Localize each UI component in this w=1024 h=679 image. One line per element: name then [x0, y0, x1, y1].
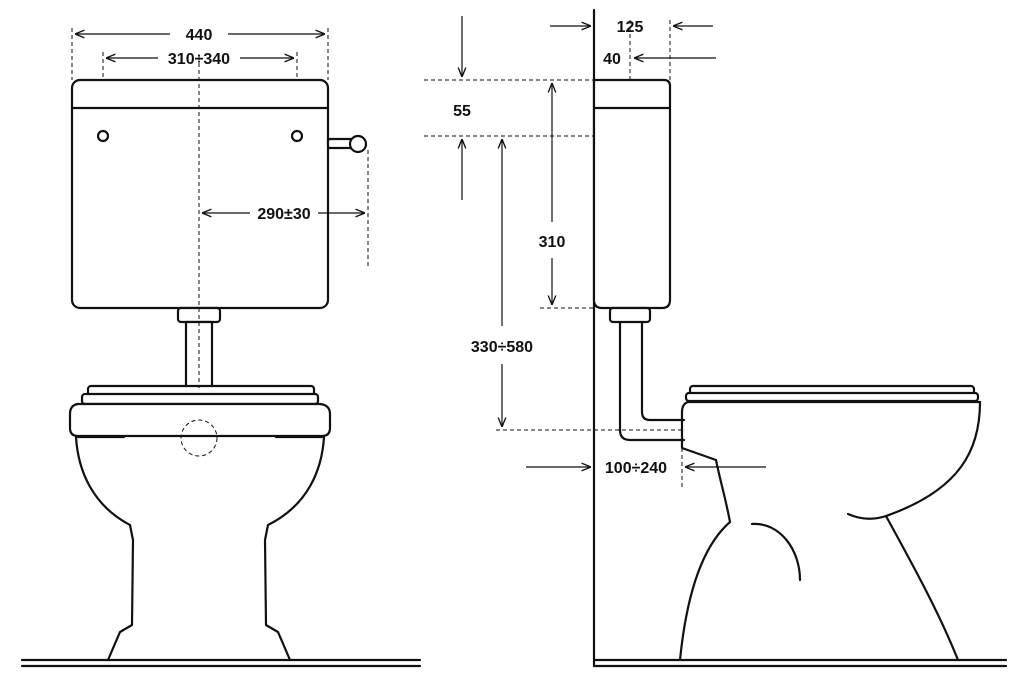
side-tank: [592, 78, 672, 310]
side-bowl-water: [846, 512, 888, 520]
side-pipe-collar: [608, 306, 652, 324]
dim-330-580-label: 330÷580: [471, 339, 533, 356]
side-seat: [684, 391, 980, 403]
front-outlet-hidden: [180, 419, 218, 457]
side-view: 125 40 55 310 330÷580 100÷240: [424, 8, 1008, 668]
dim-40-label: 40: [603, 51, 621, 68]
front-flush-pipe: [184, 320, 214, 390]
side-flush-pipe-inner: [640, 320, 686, 422]
side-flush-pipe: [618, 320, 686, 442]
dim-125-label: 125: [617, 19, 644, 36]
dim-55-label: 55: [453, 103, 471, 120]
dim-310-340-label: 310÷340: [168, 51, 230, 68]
side-bowl-outline: [678, 400, 982, 662]
front-tank-hole-left: [96, 129, 110, 143]
side-bowl-trap: [750, 522, 802, 582]
front-view: 440 310÷340 290±30: [20, 27, 422, 668]
front-seat: [80, 392, 320, 406]
front-bowl-body-right: [263, 435, 326, 662]
front-tank: [70, 78, 330, 310]
side-bowl-back: [884, 400, 982, 662]
front-bowl-body: [74, 435, 135, 662]
dim-310-label: 310: [539, 234, 566, 251]
dim-440-label: 440: [186, 27, 213, 44]
dim-290-30-label: 290±30: [257, 206, 310, 223]
front-tank-hole-right: [290, 129, 304, 143]
dim-100-240-label: 100÷240: [605, 460, 667, 477]
front-flush-handle-knob: [348, 134, 368, 154]
